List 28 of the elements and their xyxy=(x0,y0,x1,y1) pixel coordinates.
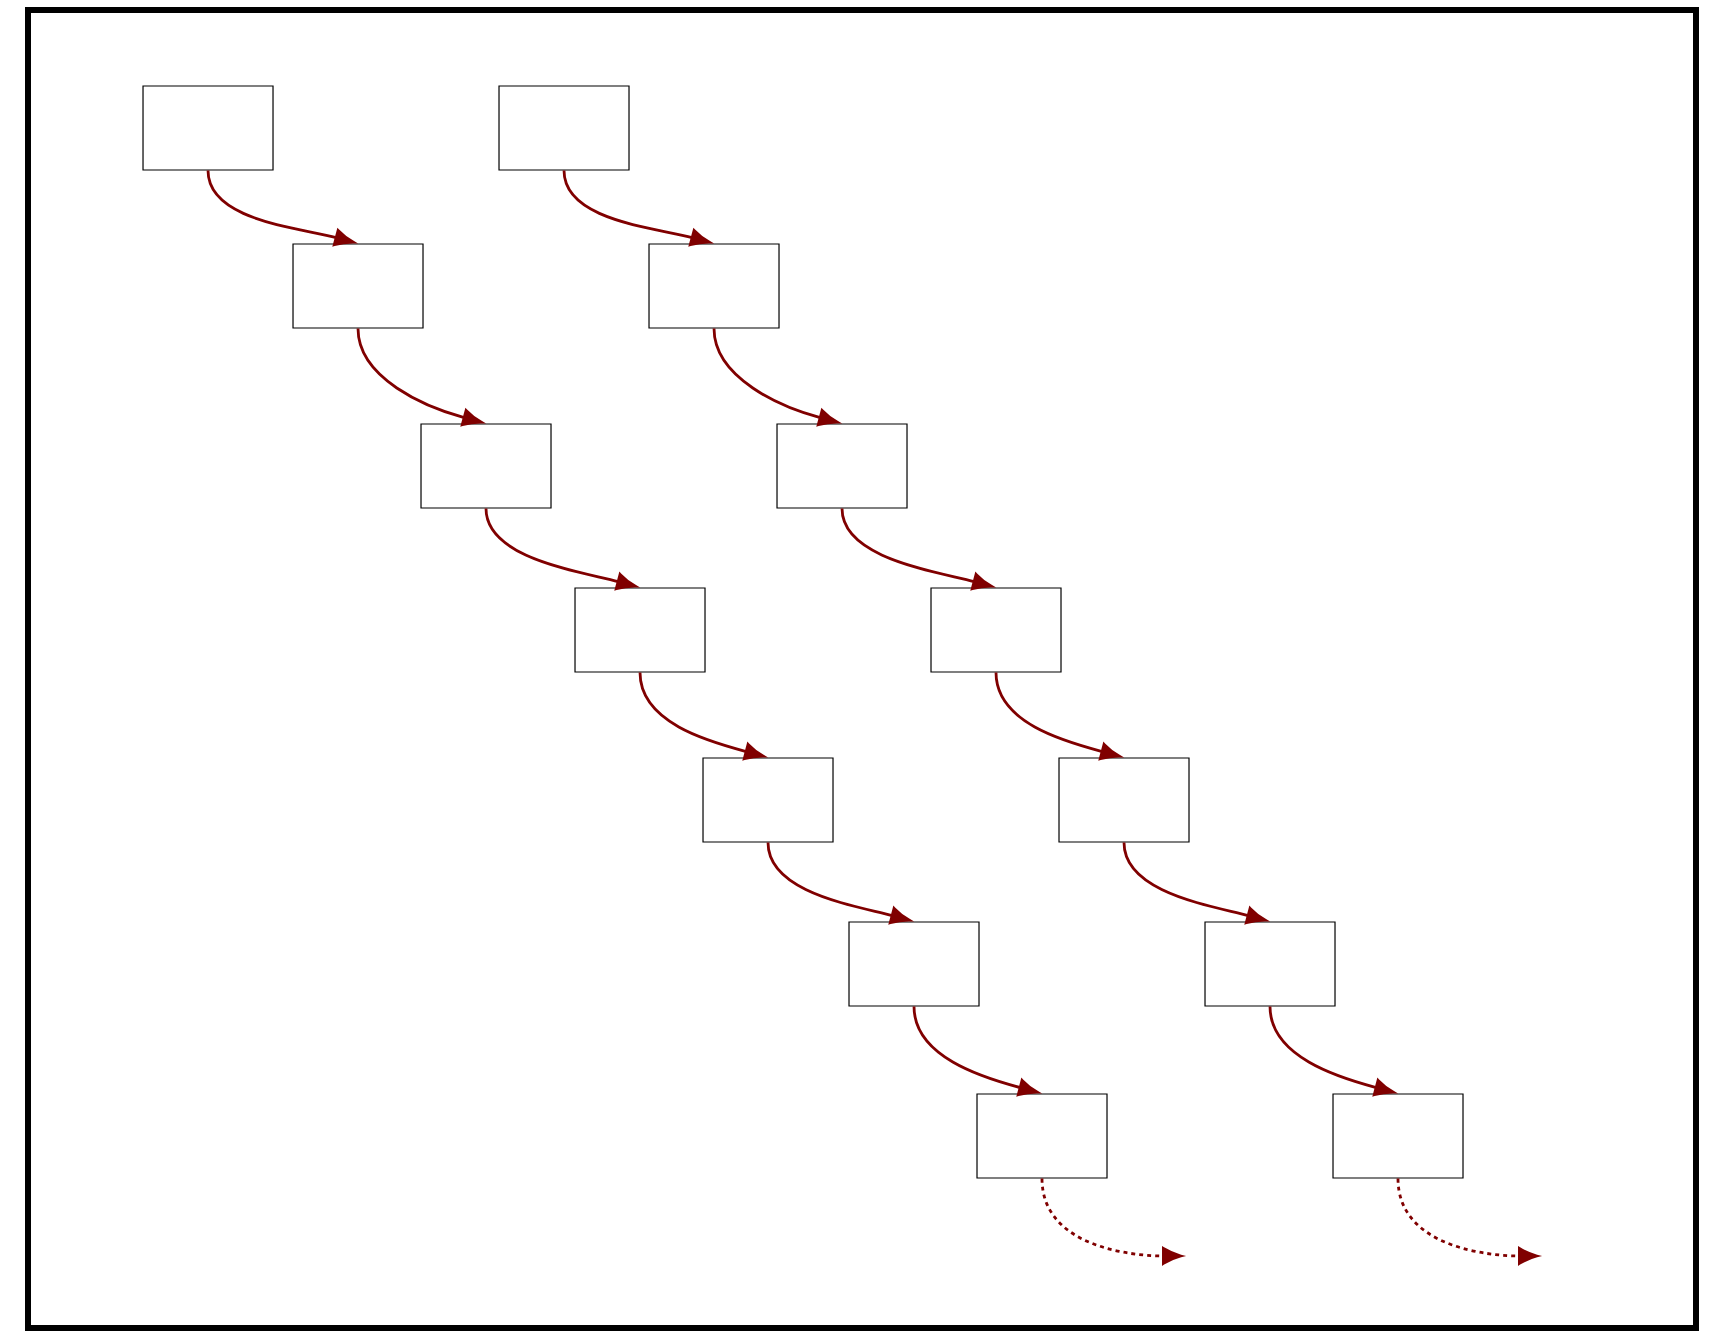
process-box xyxy=(1058,757,1190,843)
process-box xyxy=(1204,921,1336,1007)
process-box xyxy=(976,1093,1108,1179)
process-box xyxy=(702,757,834,843)
process-box xyxy=(142,85,274,171)
process-box xyxy=(420,423,552,509)
arrow xyxy=(206,170,355,247)
arrow xyxy=(1396,1178,1539,1265)
arrow xyxy=(1040,1178,1183,1265)
process-box xyxy=(648,243,780,329)
process-box xyxy=(574,587,706,673)
process-box xyxy=(776,423,908,509)
process-box xyxy=(498,85,630,171)
process-box xyxy=(292,243,424,329)
process-box xyxy=(930,587,1062,673)
arrow xyxy=(356,328,483,427)
arrow xyxy=(484,508,637,591)
process-box xyxy=(1332,1093,1464,1179)
arrow xyxy=(1122,842,1267,925)
arrow xyxy=(712,328,839,427)
arrow xyxy=(912,1006,1039,1097)
arrow xyxy=(840,508,993,591)
process-box xyxy=(848,921,980,1007)
arrow xyxy=(638,672,765,761)
arrow xyxy=(766,842,911,925)
arrow xyxy=(1268,1006,1395,1097)
arrow xyxy=(994,672,1121,761)
arrow xyxy=(562,170,711,247)
